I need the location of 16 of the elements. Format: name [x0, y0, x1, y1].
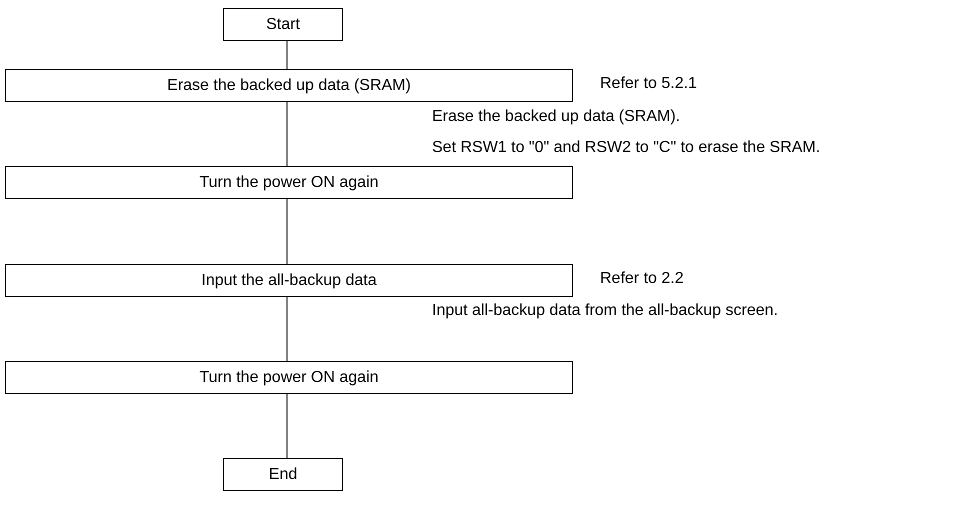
instruction-note: Set RSW1 to "0" and RSW2 to "C" to erase the SRAM.: [432, 139, 820, 157]
reference-note: Refer to 5.2.1: [600, 75, 697, 93]
process-box: Turn the power ON again: [5, 166, 573, 199]
process-box: Input the all-backup data: [5, 264, 573, 297]
connector-line: [286, 102, 288, 166]
connector-line: [286, 40, 288, 70]
connector-line: [286, 296, 288, 362]
instruction-note: Input all-backup data from the all-backup screen.: [432, 302, 778, 320]
connector-line: [286, 198, 288, 264]
process-box: Erase the backed up data (SRAM): [5, 69, 573, 102]
process-box: End: [223, 458, 343, 491]
instruction-note: Erase the backed up data (SRAM).: [432, 108, 680, 126]
connector-line: [286, 394, 288, 458]
reference-note: Refer to 2.2: [600, 270, 684, 288]
process-box: Start: [223, 8, 343, 41]
process-box: Turn the power ON again: [5, 361, 573, 394]
